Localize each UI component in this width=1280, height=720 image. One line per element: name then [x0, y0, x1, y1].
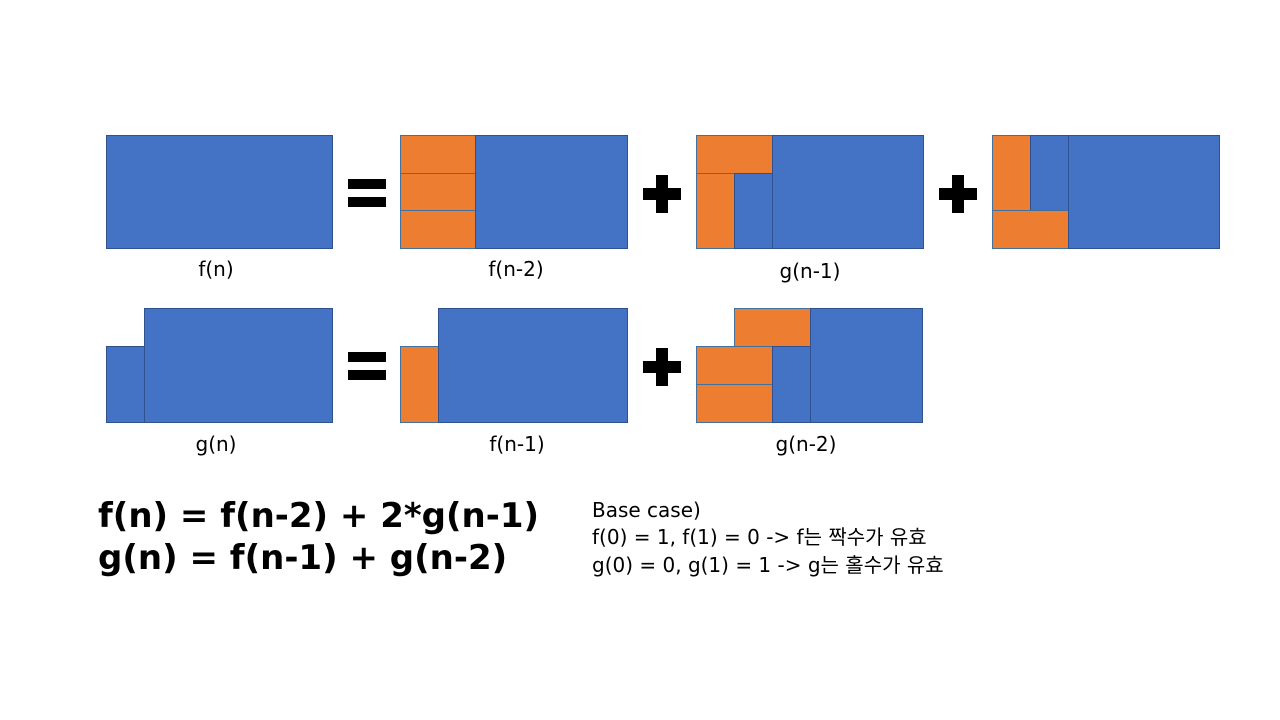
label-g-n-1: g(n-1)	[779, 259, 841, 283]
plus-icon	[939, 175, 977, 213]
g-n-board	[144, 308, 333, 423]
label-f-n-2: f(n-2)	[488, 257, 544, 281]
equals-icon	[348, 352, 386, 382]
label-g-n: g(n)	[195, 432, 237, 456]
horizontal-tile	[696, 384, 773, 423]
label-f-n: f(n)	[198, 257, 234, 281]
formula-g: g(n) = f(n-1) + g(n-2)	[98, 538, 508, 578]
formula-f: f(n) = f(n-2) + 2*g(n-1)	[98, 496, 540, 536]
base-case-g: g(0) = 0, g(1) = 1 -> g는 홀수가 유효	[592, 553, 944, 577]
label-f-n-1: f(n-1)	[489, 432, 545, 456]
horizontal-tile	[696, 135, 773, 174]
f-n-2-board	[475, 135, 628, 249]
vertical-tile	[992, 135, 1031, 211]
vertical-tile	[696, 173, 735, 249]
plus-icon	[643, 348, 681, 386]
cell	[1030, 135, 1069, 211]
cell	[106, 346, 145, 423]
base-case-title: Base case)	[592, 498, 701, 522]
f-n-board	[106, 135, 333, 249]
g-n-2-board	[810, 308, 923, 423]
cell	[772, 346, 811, 423]
horizontal-tile	[400, 210, 476, 249]
f-n-1-board	[438, 308, 628, 423]
label-g-n-2: g(n-2)	[775, 432, 837, 456]
vertical-tile	[400, 346, 439, 423]
g-n-1-board	[772, 135, 924, 249]
horizontal-tile	[992, 210, 1069, 249]
horizontal-tile	[400, 173, 476, 211]
horizontal-tile	[734, 308, 811, 347]
horizontal-tile	[696, 346, 773, 385]
plus-icon	[643, 175, 681, 213]
board	[1068, 135, 1220, 249]
cell	[734, 173, 773, 249]
horizontal-tile	[400, 135, 476, 174]
equals-icon	[348, 179, 386, 209]
base-case-f: f(0) = 1, f(1) = 0 -> f는 짝수가 유효	[592, 525, 927, 549]
